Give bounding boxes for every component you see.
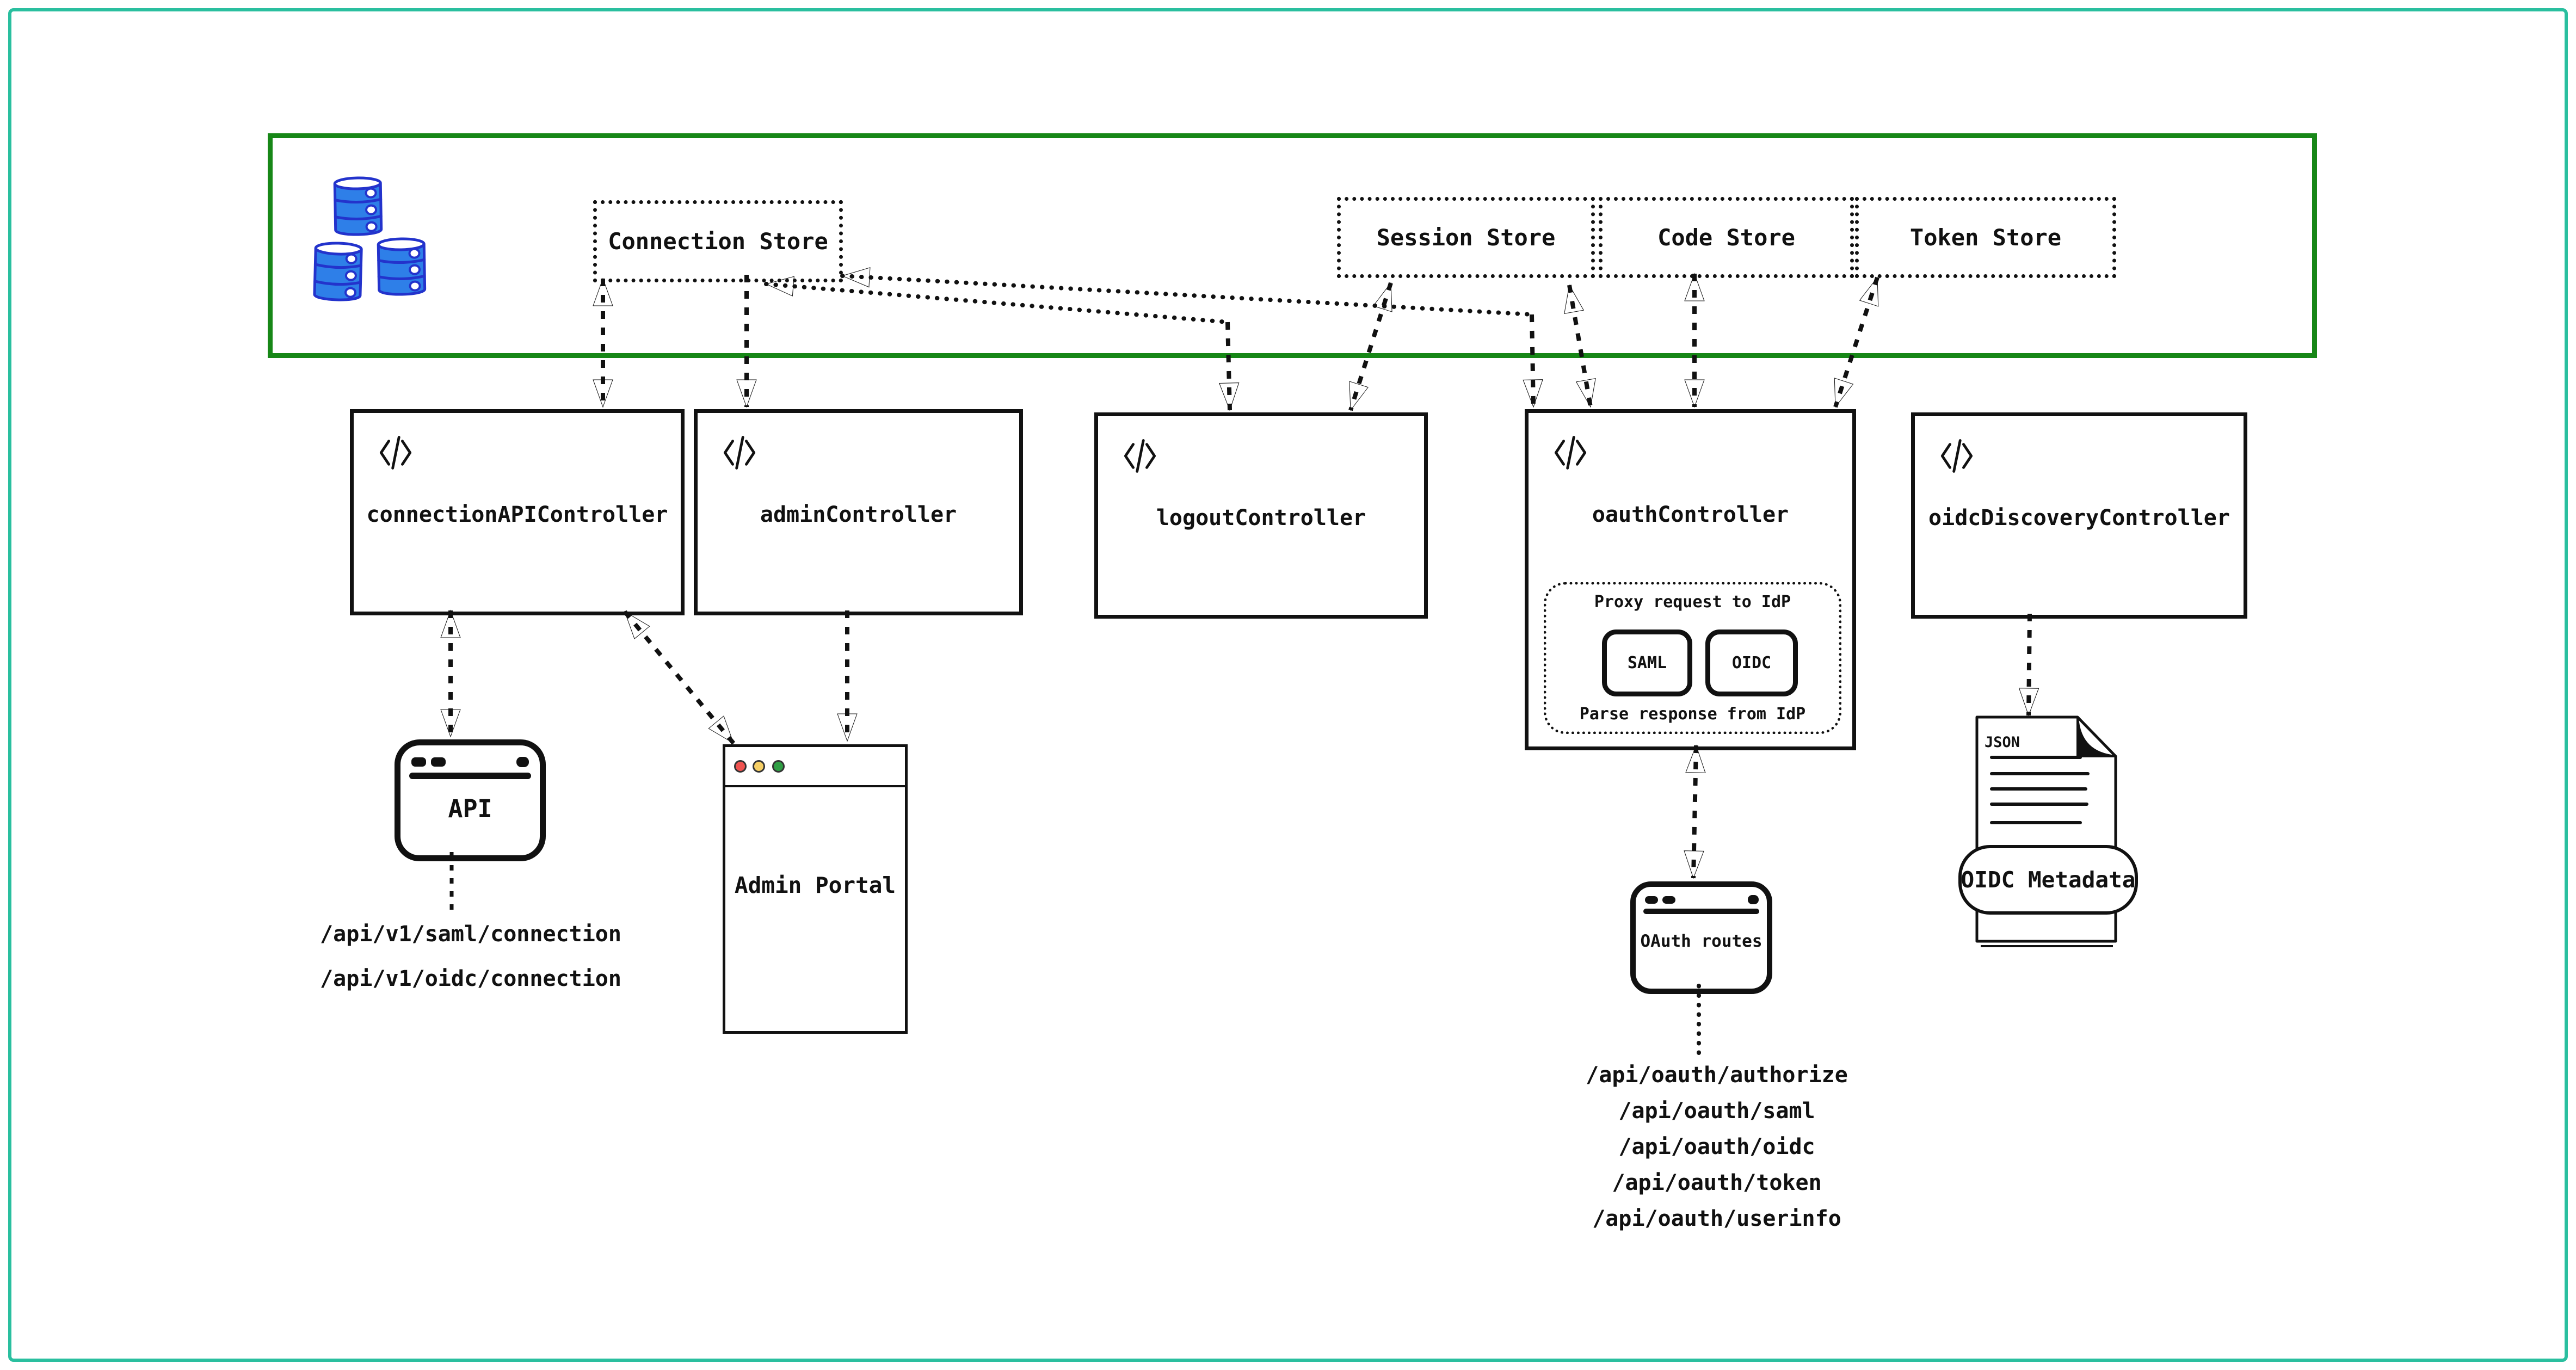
controller-label: oidcDiscoveryController <box>1928 505 2230 530</box>
json-file-type-label: JSON <box>1985 734 2020 751</box>
json-document-icon: JSON OIDC Metadata <box>1958 715 2138 947</box>
route-text: /api/oauth/userinfo <box>1592 1206 1841 1231</box>
maximize-icon <box>772 760 785 773</box>
session-store-box: Session Store <box>1337 197 1595 278</box>
close-icon <box>734 760 747 773</box>
oidc-protocol-chip: OIDC <box>1705 630 1798 696</box>
saml-label: SAML <box>1627 653 1667 672</box>
token-store-box: Token Store <box>1855 197 2116 278</box>
code-store-label: Code Store <box>1657 224 1795 251</box>
window-dot-icon <box>516 757 529 767</box>
window-dot-icon <box>411 757 426 767</box>
controller-label: adminController <box>760 502 957 527</box>
window-dot-icon <box>1662 896 1675 904</box>
api-label: API <box>448 794 492 823</box>
oauth-routes-label: OAuth routes <box>1640 931 1762 951</box>
route-text: /api/oauth/authorize <box>1586 1063 1848 1088</box>
token-store-label: Token Store <box>1909 224 2062 251</box>
controller-label: oauthController <box>1592 502 1789 527</box>
saml-protocol-chip: SAML <box>1602 630 1692 696</box>
window-dot-icon <box>1748 895 1759 904</box>
window-titlebar <box>725 747 905 787</box>
route-text: /api/v1/saml/connection <box>320 922 621 947</box>
proxy-request-label: Proxy request to IdP <box>1594 593 1791 612</box>
logout-controller-box: logoutController <box>1094 412 1428 619</box>
route-text: /api/v1/oidc/connection <box>320 966 621 991</box>
code-icon <box>1553 429 1588 476</box>
connection-api-controller-box: connectionAPIController <box>350 409 685 615</box>
route-text: /api/oauth/saml <box>1618 1099 1815 1124</box>
controller-label: logoutController <box>1156 505 1366 530</box>
connection-store-label: Connection Store <box>608 228 828 255</box>
api-browser-icon: API <box>395 739 546 861</box>
window-toolbar <box>1643 909 1759 914</box>
code-icon <box>1939 433 1974 479</box>
admin-controller-box: adminController <box>694 409 1023 615</box>
oidc-discovery-controller-box: oidcDiscoveryController <box>1911 412 2247 619</box>
window-toolbar <box>409 773 531 779</box>
window-dot-icon <box>431 757 446 767</box>
code-icon <box>722 429 757 476</box>
database-cylinders-icon <box>313 176 427 301</box>
admin-portal-window: Admin Portal <box>723 744 908 1034</box>
session-store-label: Session Store <box>1376 224 1556 251</box>
admin-portal-label: Admin Portal <box>734 872 896 898</box>
code-icon <box>1123 433 1157 479</box>
oidc-label: OIDC <box>1731 653 1772 672</box>
code-store-box: Code Store <box>1599 197 1854 278</box>
connection-store-box: Connection Store <box>593 200 843 282</box>
outer-frame <box>8 8 2568 1362</box>
window-dot-icon <box>1645 896 1658 904</box>
minimize-icon <box>753 760 765 773</box>
route-text: /api/oauth/token <box>1612 1170 1822 1195</box>
parse-response-label: Parse response from IdP <box>1579 705 1806 724</box>
code-icon <box>378 429 413 476</box>
oauth-controller-box: oauthController Proxy request to IdP SAM… <box>1525 409 1856 750</box>
idp-proxy-box: Proxy request to IdP SAML OIDC Parse res… <box>1544 582 1841 734</box>
oauth-routes-browser-icon: OAuth routes <box>1630 881 1772 994</box>
route-text: /api/oauth/oidc <box>1618 1134 1815 1159</box>
controller-label: connectionAPIController <box>366 502 668 527</box>
oidc-metadata-banner: OIDC Metadata <box>1961 867 2136 893</box>
